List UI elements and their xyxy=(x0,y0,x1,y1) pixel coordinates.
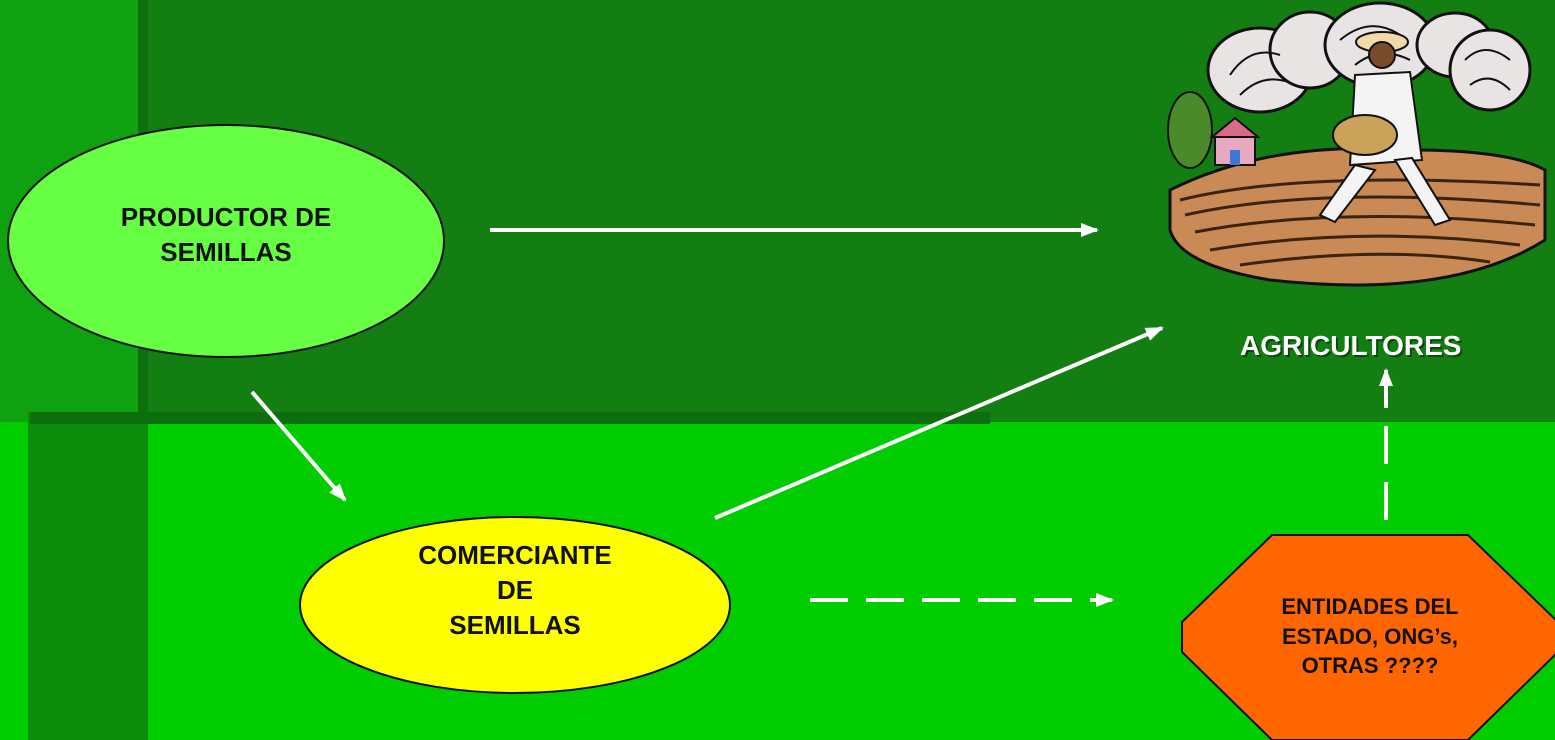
producer-node-shape xyxy=(7,124,445,358)
arrow-producer-to-merchant xyxy=(250,390,347,502)
producer-node: PRODUCTOR DE SEMILLAS xyxy=(8,200,444,270)
arrow-merchant-to-farmers xyxy=(714,326,1164,520)
merchant-node-shape xyxy=(299,516,731,694)
producer-line-2: SEMILLAS xyxy=(160,237,292,268)
farmers-label: AGRICULTORES xyxy=(1240,330,1462,361)
farmer-sowing-icon xyxy=(1167,1,1547,287)
merchant-line-2: DE xyxy=(496,575,534,606)
merchant-node: COMERCIANTE DE SEMILLAS xyxy=(300,538,730,643)
entities-line-3: OTRAS ???? xyxy=(1301,653,1439,679)
entities-node-shape xyxy=(1181,534,1555,740)
entities-line-2: ESTADO, ONG’s, xyxy=(1281,623,1459,649)
producer-line-1: PRODUCTOR DE xyxy=(120,202,332,232)
merchant-line-1: COMERCIANTE xyxy=(418,540,612,570)
entities-node: ENTIDADES DEL ESTADO, ONG’s, OTRAS ???? xyxy=(1200,592,1540,681)
entities-line-1: ENTIDADES DEL xyxy=(1281,594,1459,619)
merchant-line-3: SEMILLAS xyxy=(449,610,581,641)
